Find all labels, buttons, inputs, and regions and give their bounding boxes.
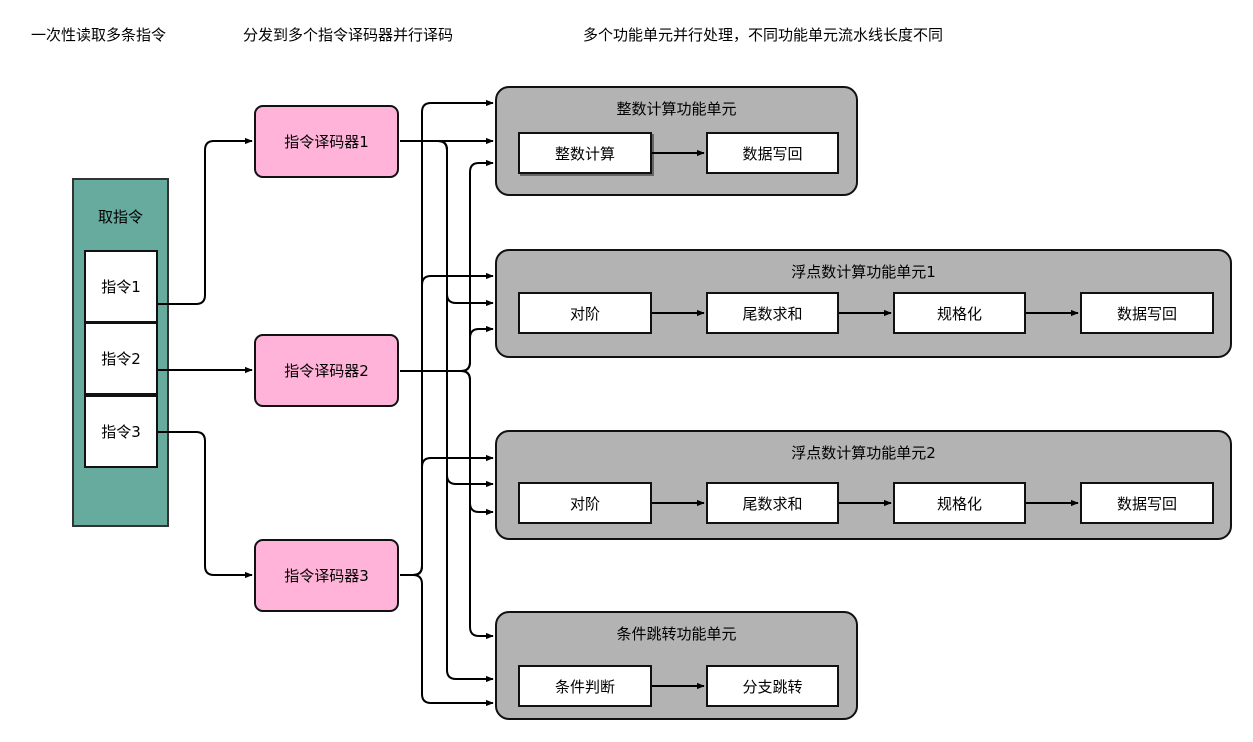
instruction-3: 指令3 (84, 395, 158, 468)
float-unit-2-title: 浮点数计算功能单元2 (791, 444, 936, 462)
float1-mantissa-sum-stage: 尾数求和 (706, 292, 839, 334)
fetch-unit-title: 取指令 (97, 208, 143, 226)
float2-align-stage: 对阶 (518, 482, 652, 524)
decode-heading: 分发到多个指令译码器并行译码 (243, 26, 454, 44)
float2-normalize-stage: 规格化 (893, 482, 1026, 524)
instruction-2: 指令2 (84, 322, 158, 395)
decoder-1: 指令译码器1 (254, 105, 399, 178)
float-unit-1-title: 浮点数计算功能单元1 (791, 263, 936, 281)
fetch-heading: 一次性读取多条指令 (31, 26, 167, 44)
execute-heading: 多个功能单元并行处理，不同功能单元流水线长度不同 (583, 26, 944, 44)
integer-unit-title: 整数计算功能单元 (616, 100, 737, 118)
branch-condition-stage: 条件判断 (518, 665, 652, 707)
decoder3-to-branch-arrow (400, 574, 494, 707)
decoder-3: 指令译码器3 (254, 539, 399, 612)
decoder1-to-branch-arrow (400, 140, 494, 683)
float2-mantissa-sum-stage: 尾数求和 (706, 482, 839, 524)
float1-normalize-stage: 规格化 (893, 292, 1026, 334)
instr1-to-decoder1-arrow (158, 137, 253, 305)
branch-jump-stage: 分支跳转 (706, 665, 839, 707)
integer-writeback-stage: 数据写回 (706, 132, 839, 174)
float1-writeback-stage: 数据写回 (1080, 292, 1214, 334)
float1-align-stage: 对阶 (518, 292, 652, 334)
float2-writeback-stage: 数据写回 (1080, 482, 1214, 524)
instruction-1: 指令1 (84, 250, 158, 323)
integer-compute-stage: 整数计算 (518, 132, 652, 174)
decoder2-to-branch-arrow (400, 370, 494, 640)
branch-unit-title: 条件跳转功能单元 (616, 625, 737, 643)
decoder-2: 指令译码器2 (254, 334, 399, 407)
instr3-to-decoder3-arrow (158, 431, 253, 579)
